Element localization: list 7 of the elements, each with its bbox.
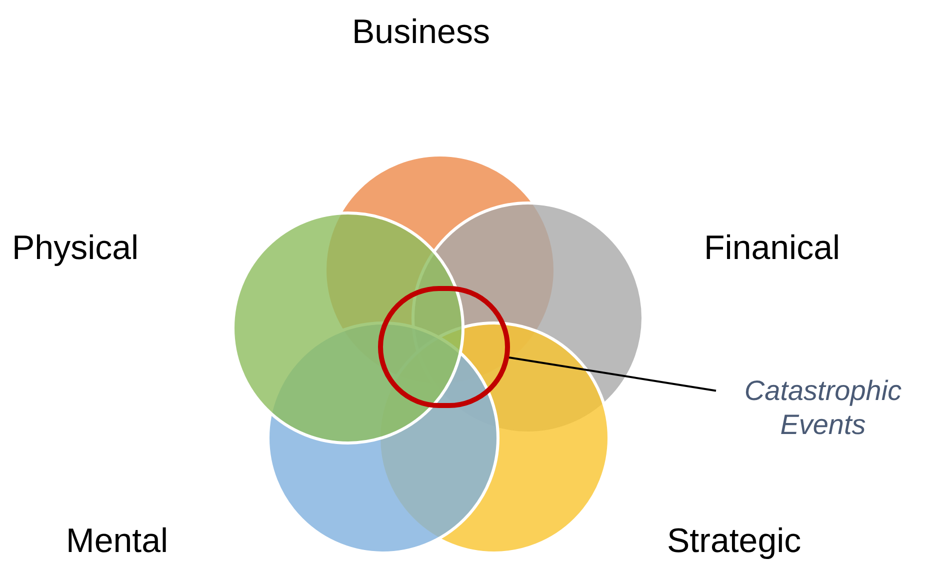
category-label: Physical xyxy=(12,228,139,269)
category-label: Strategic xyxy=(667,521,802,561)
category-label: Business xyxy=(352,12,490,53)
category-label: Finanical xyxy=(704,228,840,269)
callout-text: Catastrophic Events xyxy=(743,374,903,442)
leader-line xyxy=(508,356,716,392)
category-label: Mental xyxy=(66,521,168,561)
